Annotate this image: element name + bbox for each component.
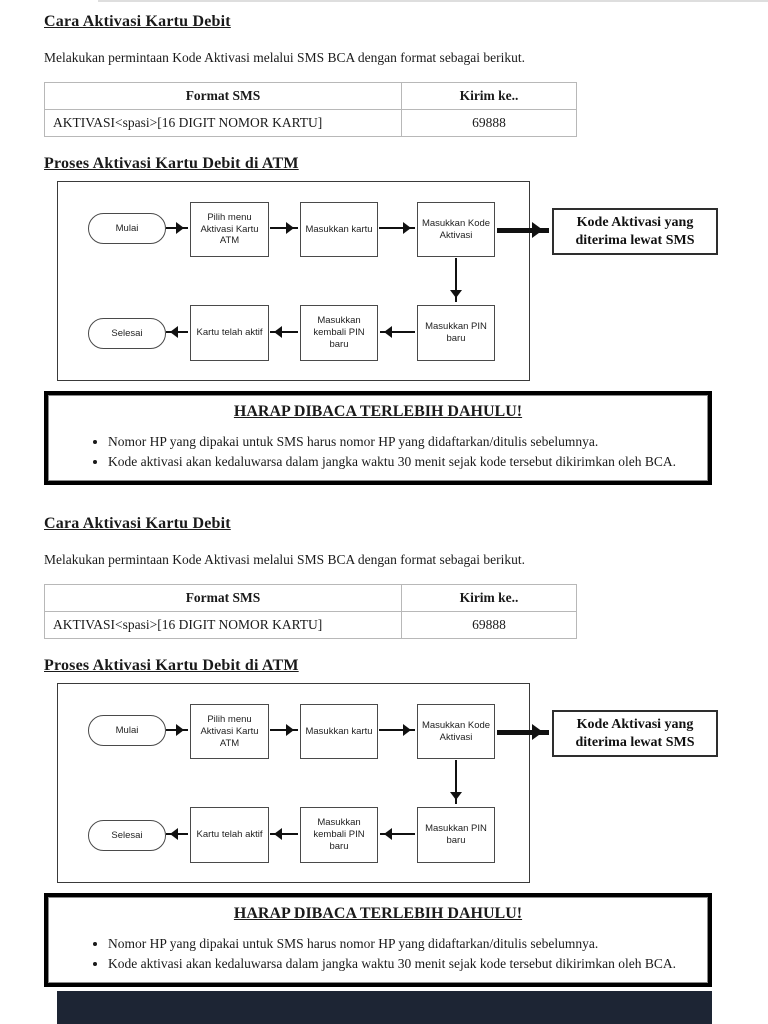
flow-side-note-box: Kode Aktivasi yang diterima lewat SMS bbox=[552, 710, 718, 758]
table-row: AKTIVASI<spasi>[16 DIGIT NOMOR KARTU] 69… bbox=[44, 109, 577, 137]
arrow-left-icon bbox=[166, 326, 188, 338]
document-page: Cara Aktivasi Kartu Debit Melakukan perm… bbox=[0, 0, 768, 987]
cell-sms-number: 69888 bbox=[401, 611, 577, 640]
warning-box: HARAP DIBACA TERLEBIH DAHULU! Nomor HP y… bbox=[44, 893, 712, 988]
flow-node-enter-activation-code: Masukkan Kode Aktivasi bbox=[417, 202, 495, 257]
table-row: AKTIVASI<spasi>[16 DIGIT NOMOR KARTU] 69… bbox=[44, 611, 577, 640]
flow-node-insert-card: Masukkan kartu bbox=[300, 202, 378, 257]
flowchart-heading: Proses Aktivasi Kartu Debit di ATM bbox=[44, 657, 299, 675]
warning-box: HARAP DIBACA TERLEBIH DAHULU! Nomor HP y… bbox=[44, 391, 712, 486]
arrow-right-icon bbox=[270, 724, 298, 737]
atm-activation-flowchart: Mulai Pilih menu Aktivasi Kartu ATM Masu… bbox=[44, 181, 718, 381]
doc-section-1: Cara Aktivasi Kartu Debit Melakukan perm… bbox=[44, 13, 718, 486]
flow-node-card-active: Kartu telah aktif bbox=[190, 305, 269, 361]
arrow-left-icon bbox=[380, 828, 415, 841]
flow-node-enter-activation-code: Masukkan Kode Aktivasi bbox=[417, 704, 495, 760]
intro-paragraph: Melakukan permintaan Kode Aktivasi melal… bbox=[44, 552, 526, 568]
arrow-down-icon bbox=[450, 258, 462, 302]
table-header-row: Format SMS Kirim ke.. bbox=[44, 82, 577, 110]
flow-node-card-active: Kartu telah aktif bbox=[190, 807, 269, 864]
doc-section-2: Cara Aktivasi Kartu Debit Melakukan perm… bbox=[44, 515, 718, 988]
flow-node-end: Selesai bbox=[88, 820, 166, 852]
warning-title: HARAP DIBACA TERLEBIH DAHULU! bbox=[233, 403, 523, 420]
flowchart-heading: Proses Aktivasi Kartu Debit di ATM bbox=[44, 155, 299, 172]
section-heading: Cara Aktivasi Kartu Debit bbox=[44, 13, 231, 30]
col-header-format-sms: Format SMS bbox=[44, 584, 402, 613]
arrow-right-icon bbox=[166, 222, 188, 234]
flow-node-end: Selesai bbox=[88, 318, 166, 349]
warning-bullet: Nomor HP yang dipakai untuk SMS harus no… bbox=[108, 934, 694, 954]
sms-format-table: Format SMS Kirim ke.. AKTIVASI<spasi>[16… bbox=[44, 584, 577, 640]
col-header-kirim-ke: Kirim ke.. bbox=[401, 82, 577, 110]
flow-node-insert-card: Masukkan kartu bbox=[300, 704, 378, 760]
flow-side-note-box: Kode Aktivasi yang diterima lewat SMS bbox=[552, 208, 718, 255]
arrow-right-icon bbox=[166, 724, 188, 737]
arrow-left-icon bbox=[166, 828, 188, 841]
flow-node-start: Mulai bbox=[88, 213, 166, 244]
warning-title: HARAP DIBACA TERLEBIH DAHULU! bbox=[233, 905, 523, 923]
arrow-left-icon bbox=[270, 326, 298, 338]
flow-node-select-menu: Pilih menu Aktivasi Kartu ATM bbox=[190, 202, 269, 257]
flow-node-reenter-new-pin: Masukkan kembali PIN baru bbox=[300, 305, 378, 361]
warning-bullet: Kode aktivasi akan kedaluwarsa dalam jan… bbox=[108, 452, 694, 472]
arrow-down-icon bbox=[450, 760, 462, 805]
warning-bullet: Nomor HP yang dipakai untuk SMS harus no… bbox=[108, 432, 694, 452]
warning-bullet: Kode aktivasi akan kedaluwarsa dalam jan… bbox=[108, 954, 694, 974]
cell-sms-format: AKTIVASI<spasi>[16 DIGIT NOMOR KARTU] bbox=[44, 611, 402, 640]
col-header-kirim-ke: Kirim ke.. bbox=[401, 584, 577, 613]
atm-activation-flowchart: Mulai Pilih menu Aktivasi Kartu ATM Masu… bbox=[44, 683, 718, 884]
arrow-thick-right-icon bbox=[497, 222, 549, 238]
arrow-left-icon bbox=[270, 828, 298, 841]
flow-node-select-menu: Pilih menu Aktivasi Kartu ATM bbox=[190, 704, 269, 760]
table-header-row: Format SMS Kirim ke.. bbox=[44, 584, 577, 613]
sms-format-table: Format SMS Kirim ke.. AKTIVASI<spasi>[16… bbox=[44, 82, 577, 137]
arrow-right-icon bbox=[379, 222, 415, 234]
flow-node-reenter-new-pin: Masukkan kembali PIN baru bbox=[300, 807, 378, 864]
arrow-thick-right-icon bbox=[497, 724, 549, 741]
flow-node-start: Mulai bbox=[88, 715, 166, 747]
intro-paragraph: Melakukan permintaan Kode Aktivasi melal… bbox=[44, 50, 526, 65]
next-page-edge bbox=[57, 991, 712, 1024]
section-heading: Cara Aktivasi Kartu Debit bbox=[44, 515, 231, 533]
warning-bullet-list: Nomor HP yang dipakai untuk SMS harus no… bbox=[62, 934, 694, 973]
flow-node-enter-new-pin: Masukkan PIN baru bbox=[417, 305, 495, 361]
cell-sms-format: AKTIVASI<spasi>[16 DIGIT NOMOR KARTU] bbox=[44, 109, 402, 137]
arrow-left-icon bbox=[380, 326, 415, 338]
cell-sms-number: 69888 bbox=[401, 109, 577, 137]
arrow-right-icon bbox=[270, 222, 298, 234]
col-header-format-sms: Format SMS bbox=[44, 82, 402, 110]
flow-node-enter-new-pin: Masukkan PIN baru bbox=[417, 807, 495, 864]
page-top-divider bbox=[98, 0, 768, 2]
warning-bullet-list: Nomor HP yang dipakai untuk SMS harus no… bbox=[62, 432, 694, 471]
arrow-right-icon bbox=[379, 724, 415, 737]
